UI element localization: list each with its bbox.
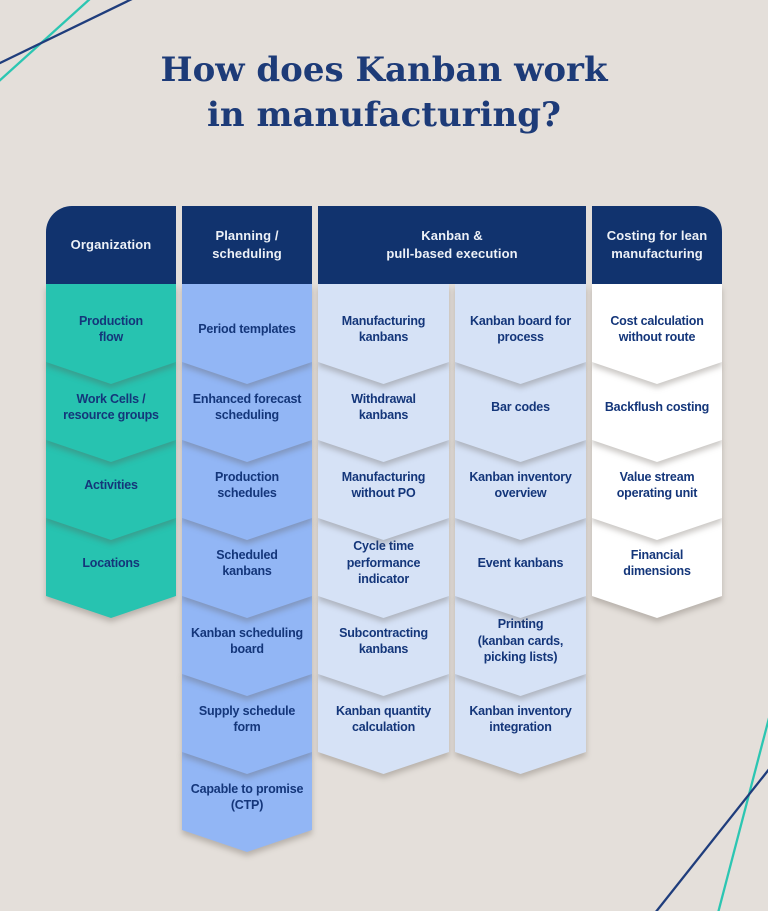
item-kanban-inventory-overview: Kanban inventory overview [455,440,586,540]
item-production-flow: Production flow [46,284,176,384]
costing-lists: Cost calculation without route Backflush… [592,284,722,618]
column-costing-lean-manufacturing: Costing for lean manufacturing Cost calc… [592,206,722,618]
item-label: Locations [46,518,176,618]
page-title-line2: in manufacturing? [207,94,561,135]
item-label: Manufacturing without PO [318,440,449,540]
item-event-kanbans: Event kanbans [455,518,586,618]
column-header-organization: Organization [46,206,176,284]
item-label: Supply schedule form [182,674,312,774]
item-cost-calculation-without-route: Cost calculation without route [592,284,722,384]
item-label: Production flow [46,284,176,384]
page-title: How does Kanban work in manufacturing? [0,48,768,138]
item-label: Cost calculation without route [592,284,722,384]
corner-line-teal-bottom-right [717,717,768,911]
item-supply-schedule-form: Supply schedule form [182,674,312,774]
column-organization: Organization Production flow Work Cells … [46,206,176,618]
page-title-line1: How does Kanban work [160,50,608,90]
item-bar-codes: Bar codes [455,362,586,462]
kanban-exec-list-1: Manufacturing kanbans Withdrawal kanbans… [318,284,449,774]
item-label: Kanban quantity calculation [318,674,449,774]
item-kanban-board-for-process: Kanban board for process [455,284,586,384]
organization-lists: Production flow Work Cells / resource gr… [46,284,176,618]
kanban-exec-list-2: Kanban board for process Bar codes Kanba… [455,284,586,774]
item-label: Kanban board for process [455,284,586,384]
kanban-exec-lists: Manufacturing kanbans Withdrawal kanbans… [318,284,586,774]
item-locations: Locations [46,518,176,618]
item-activities: Activities [46,440,176,540]
column-kanban-pull-execution: Kanban & pull-based execution Manufactur… [318,206,586,774]
item-label: Event kanbans [455,518,586,618]
planning-lists: Period templates Enhanced forecast sched… [182,284,312,852]
item-manufacturing-kanbans: Manufacturing kanbans [318,284,449,384]
item-label: Bar codes [455,362,586,462]
column-header-kanban-pull-execution: Kanban & pull-based execution [318,206,586,284]
item-label: Period templates [182,284,312,384]
column-header-planning-scheduling: Planning / scheduling [182,206,312,284]
item-label: Kanban inventory overview [455,440,586,540]
item-label: Manufacturing kanbans [318,284,449,384]
item-period-templates: Period templates [182,284,312,384]
planning-list: Period templates Enhanced forecast sched… [182,284,312,852]
item-kanban-quantity-calculation: Kanban quantity calculation [318,674,449,774]
column-header-costing-lean-manufacturing: Costing for lean manufacturing [592,206,722,284]
item-label: Activities [46,440,176,540]
organization-list: Production flow Work Cells / resource gr… [46,284,176,618]
kanban-columns: Organization Production flow Work Cells … [46,206,722,852]
column-planning-scheduling: Planning / scheduling Period templates E… [182,206,312,852]
item-manufacturing-without-po: Manufacturing without PO [318,440,449,540]
costing-list: Cost calculation without route Backflush… [592,284,722,618]
